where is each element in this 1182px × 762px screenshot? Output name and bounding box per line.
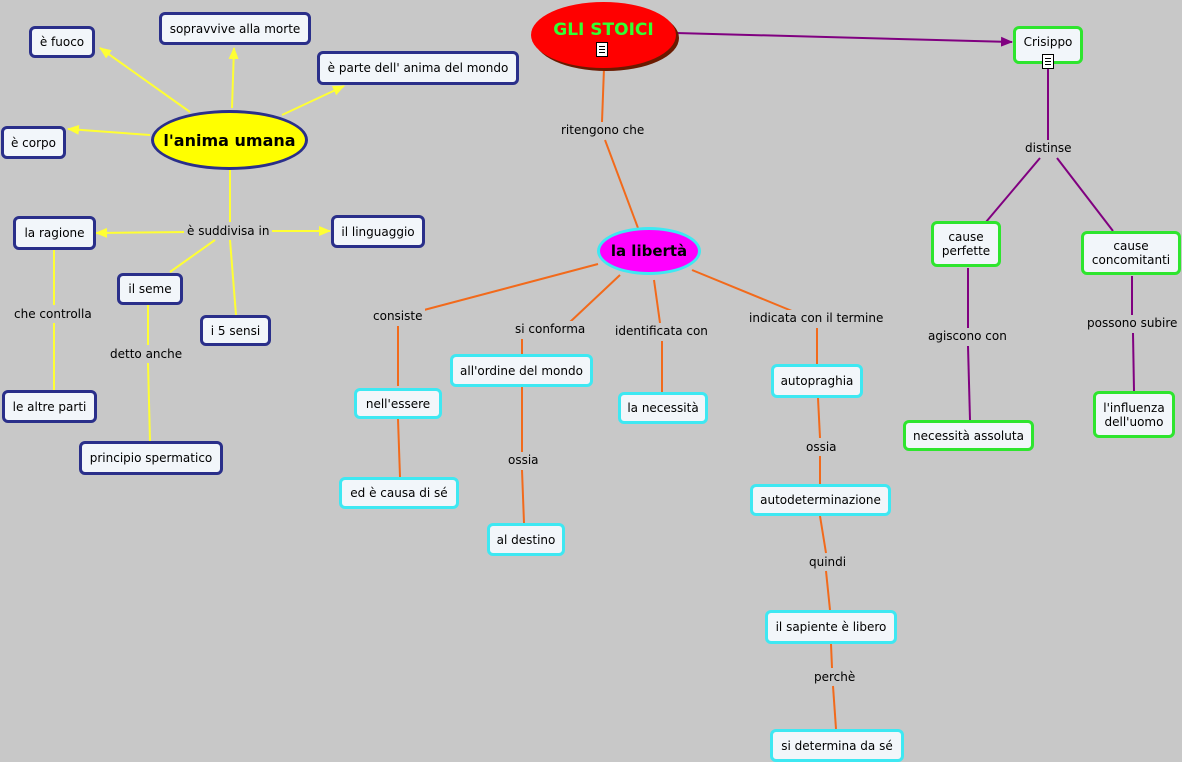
link-seme: [169, 239, 216, 273]
node-cause-concomitanti-label: cause concomitanti: [1091, 239, 1171, 267]
node-altre-parti[interactable]: le altre parti: [2, 390, 97, 423]
node-sapiente-label: il sapiente è libero: [775, 620, 887, 634]
node-gli-stoici[interactable]: GLI STOICI: [531, 2, 676, 68]
link-quindi-a: [819, 515, 827, 554]
node-necessita-assoluta-label: necessità assoluta: [913, 428, 1024, 443]
link-label-conforma: si conforma: [512, 321, 589, 337]
node-nell-essere-label: nell'essere: [365, 396, 431, 411]
node-il-seme-label: il seme: [128, 282, 172, 296]
node-al-destino[interactable]: al destino: [487, 523, 565, 556]
link-conforma-1: [569, 274, 621, 323]
node-e-fuoco-label: è fuoco: [39, 35, 85, 49]
node-e-corpo[interactable]: è corpo: [1, 126, 66, 159]
node-anima-umana[interactable]: l'anima umana: [151, 110, 308, 170]
node-principio[interactable]: principio spermatico: [79, 441, 223, 475]
node-sopravvive[interactable]: sopravvive alla morte: [159, 12, 311, 45]
node-necessita-assoluta[interactable]: necessità assoluta: [903, 420, 1034, 451]
link-stoici-crisippo: [675, 32, 1013, 47]
node-influenza[interactable]: l'influenza dell'uomo: [1093, 391, 1175, 438]
link-sopravvive: [228, 47, 239, 109]
node-al-destino-label: al destino: [496, 532, 556, 547]
document-icon[interactable]: [596, 42, 608, 57]
node-principio-label: principio spermatico: [89, 451, 213, 465]
link-ossia1-b: [521, 469, 525, 524]
link-parte: [281, 85, 345, 116]
link-ritengono-liberta: [604, 139, 639, 229]
link-corpo: [67, 124, 151, 136]
link-label-distinse: distinse: [1022, 140, 1075, 156]
node-influenza-label: l'influenza dell'uomo: [1103, 400, 1165, 429]
link-essere-causa: [397, 418, 401, 478]
link-label-ritengono: ritengono che: [558, 122, 648, 138]
link-ossia2-a: [817, 397, 821, 439]
node-parte-anima-label: è parte dell' anima del mondo: [327, 61, 509, 75]
node-ordine-mondo-label: all'ordine del mondo: [460, 363, 583, 378]
node-il-linguaggio[interactable]: il linguaggio: [331, 215, 425, 248]
link-distinse-perfette: [985, 157, 1041, 223]
node-i-5-sensi[interactable]: i 5 sensi: [200, 315, 271, 346]
link-label-indicata: indicata con il termine: [746, 310, 887, 326]
node-parte-anima[interactable]: è parte dell' anima del mondo: [317, 51, 519, 85]
node-e-corpo-label: è corpo: [10, 135, 57, 150]
node-la-ragione-label: la ragione: [24, 226, 85, 240]
link-label-controlla: che controlla: [11, 306, 95, 322]
node-liberta[interactable]: la libertà: [597, 227, 701, 275]
link-label-perche: perchè: [811, 669, 859, 685]
node-la-necessita-label: la necessità: [627, 401, 699, 415]
node-autodeterminazione-label: autodeterminazione: [760, 493, 881, 507]
node-sopravvive-label: sopravvive alla morte: [169, 21, 301, 36]
node-cause-perfette[interactable]: cause perfette: [931, 221, 1001, 267]
link-label-consiste: consiste: [370, 308, 426, 324]
node-il-linguaggio-label: il linguaggio: [341, 224, 415, 239]
node-la-ragione[interactable]: la ragione: [13, 216, 96, 250]
link-agiscono-2: [967, 345, 971, 421]
node-gli-stoici-label: GLI STOICI: [553, 20, 654, 40]
node-determina[interactable]: si determina da sé: [770, 729, 904, 762]
link-sensi: [229, 239, 237, 316]
node-autopraghia-label: autopraghia: [780, 374, 854, 388]
document-icon[interactable]: [1042, 54, 1054, 69]
node-autodeterminazione[interactable]: autodeterminazione: [750, 484, 891, 516]
link-label-suddivisa: è suddivisa in: [184, 223, 273, 239]
node-e-fuoco[interactable]: è fuoco: [29, 26, 95, 58]
link-ragione: [95, 227, 191, 238]
node-anima-umana-label: l'anima umana: [163, 130, 296, 150]
link-distinse-concomitanti: [1056, 157, 1114, 232]
link-perche-b: [832, 685, 837, 730]
link-label-identificata: identificata con: [612, 323, 711, 339]
node-crisippo[interactable]: Crisippo: [1013, 26, 1083, 64]
node-determina-label: si determina da sé: [781, 738, 893, 753]
link-label-ossia-1: ossia: [505, 452, 542, 468]
link-label-subire: possono subire: [1084, 315, 1181, 331]
link-label-quindi: quindi: [806, 554, 850, 570]
link-fuoco: [99, 47, 191, 113]
link-consiste-1: [423, 263, 599, 311]
link-label-ossia-2: ossia: [803, 439, 840, 455]
link-quindi-b: [825, 570, 831, 611]
node-i-5-sensi-label: i 5 sensi: [210, 323, 261, 338]
node-il-seme[interactable]: il seme: [117, 273, 183, 305]
link-subire-2: [1132, 332, 1135, 392]
node-nell-essere[interactable]: nell'essere: [354, 388, 442, 419]
node-cause-perfette-label: cause perfette: [941, 230, 991, 258]
link-label-detto: detto anche: [107, 346, 186, 362]
node-autopraghia[interactable]: autopraghia: [771, 364, 863, 398]
node-sapiente[interactable]: il sapiente è libero: [765, 610, 897, 644]
node-ordine-mondo[interactable]: all'ordine del mondo: [450, 354, 593, 387]
node-altre-parti-label: le altre parti: [12, 399, 87, 414]
node-causa-di-se[interactable]: ed è causa di sé: [339, 477, 459, 509]
node-cause-concomitanti[interactable]: cause concomitanti: [1081, 231, 1181, 275]
node-causa-di-se-label: ed è causa di sé: [350, 486, 448, 500]
link-identificata-1: [653, 279, 661, 324]
link-indicata-1: [691, 269, 793, 312]
node-crisippo-label: Crisippo: [1023, 35, 1073, 49]
node-la-necessita[interactable]: la necessità: [618, 392, 708, 424]
link-label-agiscono: agiscono con: [925, 328, 1010, 344]
node-liberta-label: la libertà: [610, 242, 688, 260]
link-perche-a: [830, 643, 833, 669]
link-detto-2: [147, 362, 151, 442]
link-stoici-ritengono: [601, 67, 605, 123]
